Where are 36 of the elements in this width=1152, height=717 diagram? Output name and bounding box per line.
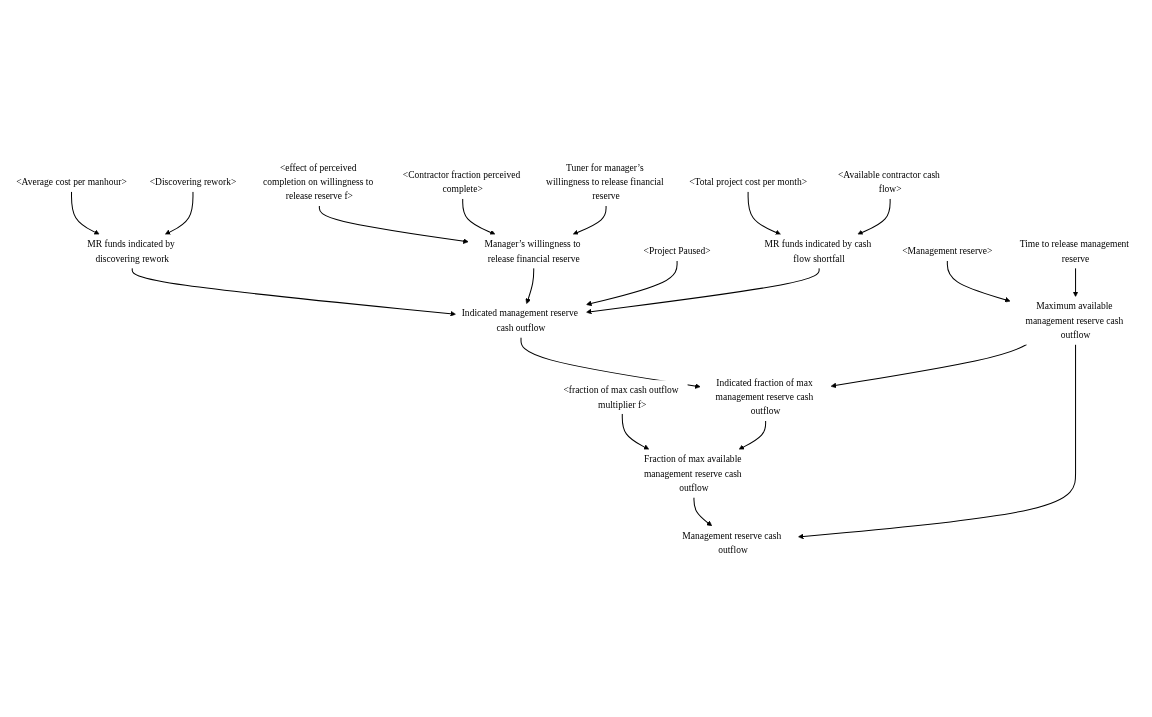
node-text: MR funds indicated by discovering rework [87,238,175,264]
node-text: Fraction of max available management reserve cash outflow [643,453,742,493]
arrow [586,260,678,306]
arrow [693,496,713,526]
node-text: <Available contractor cash flow> [838,169,940,194]
arrow [1072,267,1079,297]
arrow [131,267,456,317]
node-text: <Discovering rework> [149,176,237,187]
arrow [747,190,781,235]
node-text: <Project Paused> [643,245,711,256]
node-text: <Total project cost per month> [689,176,808,187]
node-text: Tuner for manager’s willingness to release financial reserve [546,162,664,201]
arrow [946,260,1011,303]
arrow [586,267,820,314]
arrow [830,343,1028,388]
node-text: MR funds indicated by cash flow shortfall [764,238,872,264]
arrow [525,267,535,304]
node-text: Time to release management reserve [1019,238,1130,264]
node-text: Management reserve cash outflow [682,530,782,555]
node-text: Manager’s willingness to release financial reserve [484,238,581,264]
arrow [572,205,607,235]
arrow [164,190,194,235]
arrow [798,343,1077,539]
arrow [462,198,496,235]
node-text: <effect of perceived completion on willingness to release reserve f> [263,162,374,201]
arrow [857,198,891,235]
node-text: Indicated management reserve cash outflow [461,307,578,333]
arrow [738,420,767,450]
arrow [71,190,100,235]
arrow [621,413,650,450]
node-text: <Average cost per manhour> [16,176,127,187]
node-text: Maximum available management reserve cash outflow [1025,300,1124,340]
node-text: <Contractor fraction perceived complete> [402,169,521,194]
arrow [318,205,469,244]
node-text: Indicated fraction of max management reserve cash outflow [715,377,814,416]
node-text: <Management reserve> [902,245,993,256]
